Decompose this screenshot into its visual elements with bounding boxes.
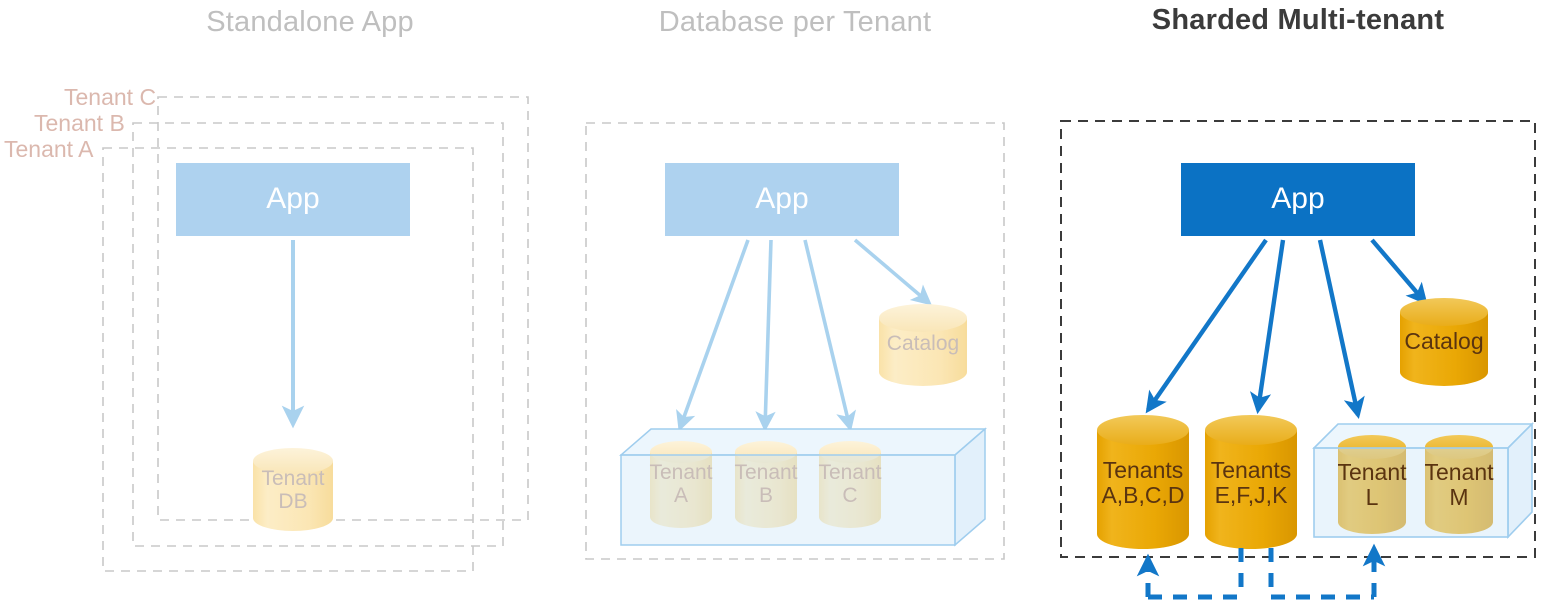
arrow-app-to-shard-2	[1249, 239, 1286, 415]
tenant-boundary-c	[157, 96, 529, 521]
app-box-standalone	[176, 163, 410, 236]
panel-title-sharded-multi-tenant: Sharded Multi-tenant	[1151, 4, 1445, 36]
cylinder-tenant-b	[735, 441, 797, 528]
tenant-tag-c: Tenant C	[64, 84, 157, 110]
panel3-boundary	[1060, 120, 1536, 558]
arrow-app-to-tenant-c	[803, 239, 857, 432]
cylinder-catalog-gold	[1400, 298, 1488, 386]
app-box-sharded	[1181, 163, 1415, 236]
arrow-app-to-catalog	[853, 238, 932, 306]
arrow-app-to-shard-1	[1145, 238, 1268, 414]
cylinder-tenant-db	[253, 448, 333, 531]
cylinder-catalog-muted	[879, 304, 967, 386]
arrow-app-to-shard-3	[1317, 239, 1365, 420]
tenant-tag-b: Tenant B	[34, 110, 125, 136]
panel-title-standalone: Standalone App	[206, 6, 414, 38]
tenant-boundary-a	[102, 147, 474, 572]
cylinder-shard-efjk	[1205, 415, 1297, 549]
tenant-tag-a: Tenant A	[4, 136, 94, 162]
panel2-boundary	[585, 122, 1005, 560]
panel-sharded-graphics	[1060, 120, 1536, 600]
arrow-app-to-tenant-a	[676, 239, 750, 432]
arrow-app-to-tenant-b	[755, 239, 776, 432]
panel-database-per-tenant-graphics	[585, 122, 1005, 560]
tenant-boundary-b	[132, 122, 504, 547]
cylinder-tenant-l	[1338, 435, 1406, 534]
cylinder-tenant-m	[1425, 435, 1493, 534]
glass-box-front-panel3	[1313, 447, 1509, 538]
glass-box-front-panel2	[620, 454, 956, 546]
cylinder-shard-abcd	[1097, 415, 1189, 549]
cylinder-tenant-a	[650, 441, 712, 528]
panel-standalone-graphics	[102, 96, 529, 572]
shard-rebalance-connectors	[1136, 543, 1386, 600]
glass-box-panel2	[618, 427, 988, 547]
app-box-dbpertenant	[665, 163, 899, 236]
arrow-app-to-catalog-strong	[1370, 238, 1428, 306]
cylinder-tenant-c	[819, 441, 881, 528]
panel-title-database-per-tenant: Database per Tenant	[658, 6, 932, 38]
